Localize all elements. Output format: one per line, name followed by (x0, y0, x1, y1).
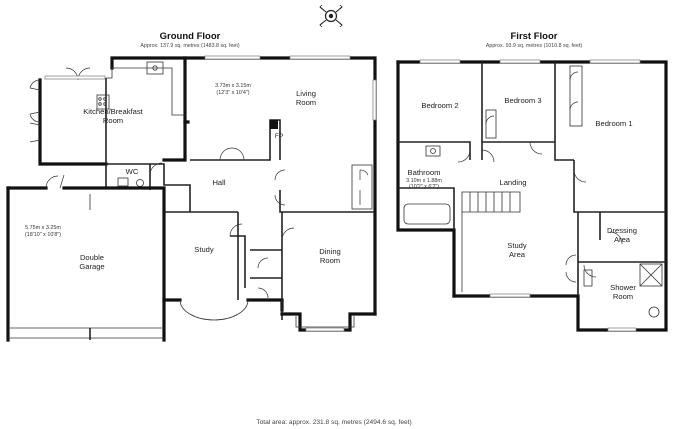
staircase (461, 191, 521, 292)
kitchen-label-line1: Kitchen/Breakfast (83, 107, 143, 116)
first-floor-title: First Floor (511, 31, 558, 42)
garage-dimension-metric: 5.75m x 3.25m (25, 225, 61, 231)
compass-rose-icon (319, 4, 343, 28)
shower-label-line2: Room (613, 292, 633, 301)
dressing-label-line2: Area (614, 235, 631, 244)
garage-label-line2: Garage (79, 262, 104, 271)
ground-floor-plan: Ground Floor Approx. 137.9 sq. metres (1… (6, 31, 377, 342)
living-dimension-imperial: (12'3" x 10'4") (216, 90, 249, 96)
first-floor-plan: First Floor Approx. 93.9 sq. metres (101… (396, 31, 668, 332)
landing-label: Landing (499, 178, 526, 187)
shower-label-line1: Shower (610, 283, 636, 292)
kitchen-label-line2: Room (103, 116, 123, 125)
total-area: Total area: approx. 231.8 sq. metres (24… (256, 419, 411, 426)
ground-floor-title: Ground Floor (160, 31, 221, 42)
first-floor-area: Approx. 93.9 sq. metres (1010.8 sq. feet… (486, 43, 583, 49)
garage-label-line1: Double (80, 253, 104, 262)
bedroom1-label: Bedroom 1 (595, 119, 632, 128)
dining-label-line1: Dining (319, 247, 341, 256)
bathroom-label: Bathroom (408, 168, 441, 177)
ground-floor-area: Approx. 137.9 sq. metres (1483.8 sq. fee… (140, 43, 239, 49)
living-dimension-metric: 3.73m x 3.15m (215, 83, 251, 89)
hall-label: Hall (212, 178, 225, 187)
garage-dimension-imperial: (18'10" x 10'8") (25, 232, 61, 238)
bedroom3-label: Bedroom 3 (504, 96, 541, 105)
bathroom-dimension-metric: 3.10m x 1.88m (406, 178, 442, 184)
fp-label: FP (275, 133, 283, 140)
study-area-label-line1: Study (507, 241, 527, 250)
dining-label-line2: Room (320, 256, 340, 265)
wc-label: WC (126, 167, 139, 176)
bedroom2-label: Bedroom 2 (421, 101, 458, 110)
dressing-label-line1: Dressing (607, 226, 637, 235)
study-area-label-line2: Area (509, 250, 526, 259)
living-label-line2: Room (296, 98, 316, 107)
living-label-line1: Living (296, 89, 316, 98)
bathroom-dimension-imperial: (10'2" x 6'2") (409, 184, 439, 190)
study-label: Study (194, 245, 214, 254)
